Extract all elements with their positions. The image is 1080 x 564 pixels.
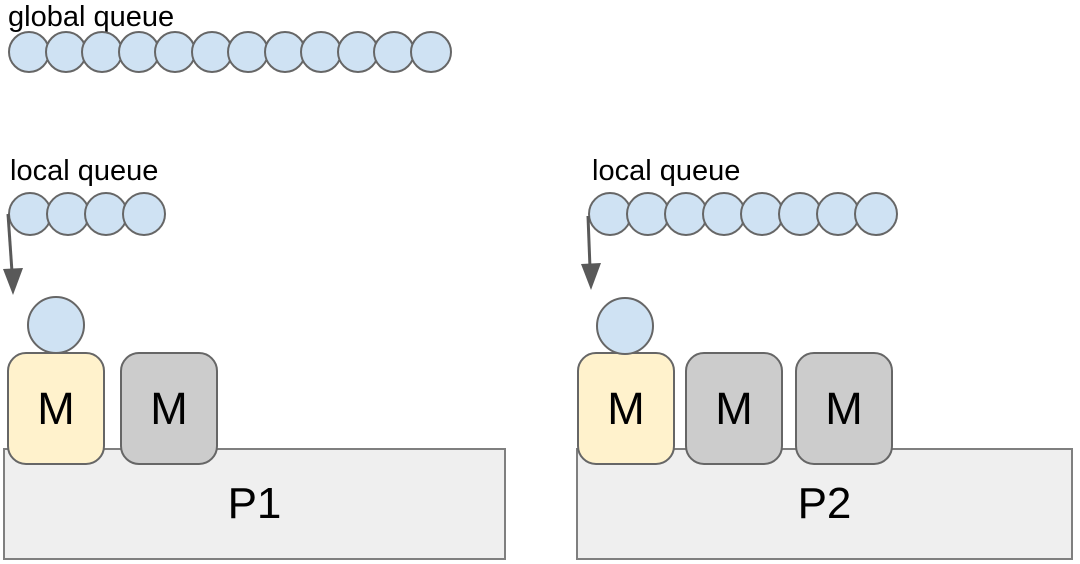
global-queue-label: global queue (8, 1, 175, 33)
global-queue (8, 31, 452, 73)
goroutine-circle (117, 31, 160, 73)
goroutine-circle (227, 31, 269, 73)
goroutine-circle (373, 31, 415, 73)
goroutine-circle (300, 31, 342, 73)
running-goroutine-p1 (27, 296, 85, 354)
goroutine-circle (84, 192, 128, 236)
machine-m-active-p2: M (577, 352, 675, 465)
goroutine-circle (854, 192, 898, 236)
goroutine-circle (44, 31, 87, 73)
machine-m-idle-p1: M (120, 352, 218, 465)
machine-label: M (715, 382, 753, 434)
machine-m-active-p1: M (7, 352, 105, 465)
goroutine-circle (409, 31, 452, 73)
goroutine-circle (588, 192, 632, 236)
running-goroutine-p2 (596, 297, 654, 355)
goroutine-circle (190, 31, 233, 73)
machine-label: M (825, 382, 863, 434)
machine-label: M (150, 382, 188, 434)
machine-label: M (37, 382, 75, 434)
machine-m-idle-p2-2: M (795, 352, 893, 465)
goroutine-circle (626, 192, 670, 236)
goroutine-circle (8, 31, 50, 73)
machine-m-idle-p2-1: M (685, 352, 783, 465)
local-queue-p2 (588, 192, 898, 236)
goroutine-circle (81, 31, 123, 73)
goroutine-circle (154, 31, 196, 73)
local-queue-p1 (8, 192, 166, 236)
machine-label: M (607, 382, 645, 434)
local-queue-label-p1: local queue (10, 155, 159, 187)
goroutine-circle (336, 31, 379, 73)
processor-p1: P1 (3, 448, 506, 560)
processor-label: P2 (797, 479, 852, 528)
processor-p2: P2 (576, 448, 1073, 560)
goroutine-circle (122, 192, 166, 236)
processor-label: P1 (227, 479, 282, 528)
local-queue-label-p2: local queue (592, 155, 741, 187)
